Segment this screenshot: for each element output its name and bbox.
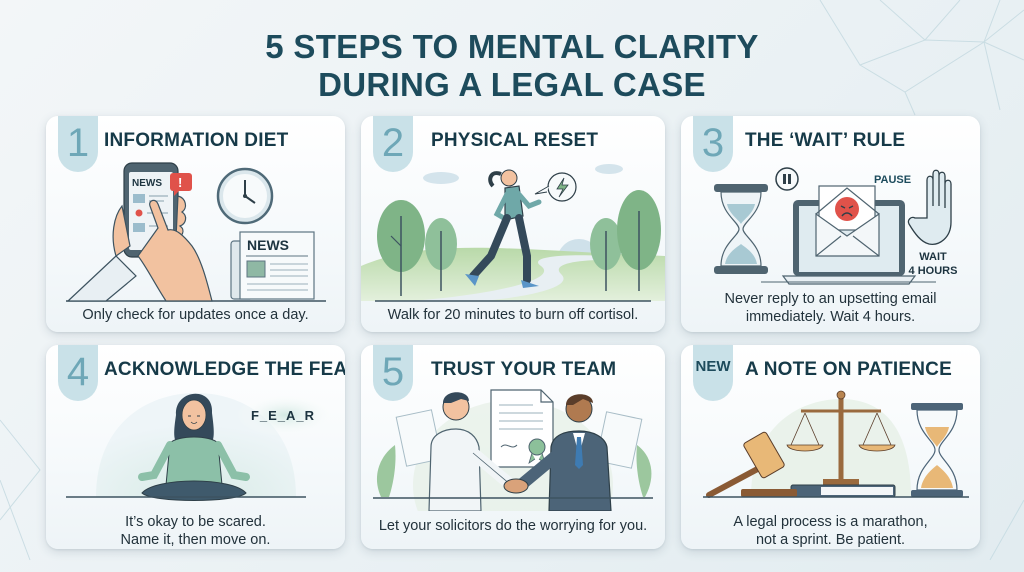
illustration-note-on-patience — [681, 385, 980, 511]
card-description: Only check for updates once a day. — [82, 307, 309, 323]
law-book-icon — [790, 484, 896, 498]
card-information-diet: 1 INFORMATION DIET NEWS ! — [46, 116, 345, 332]
illustration-wait-rule: PAUSE WAIT 4 HOURS — [681, 156, 980, 304]
hourglass-icon — [911, 403, 963, 497]
card-description-line-2: immediately. Wait 4 hours. — [745, 309, 916, 325]
card-description: It’s okay to be scared. Name it, then mo… — [54, 513, 337, 549]
phone-news-label: NEWS — [132, 178, 162, 189]
alert-glyph: ! — [178, 175, 182, 190]
stop-hand-icon — [907, 169, 952, 245]
step-badge: 5 — [373, 345, 413, 401]
illustration-acknowledge-fear: F_E_A_R — [46, 385, 345, 511]
runner-icon — [465, 169, 542, 288]
step-badge: 4 — [58, 345, 98, 401]
card-title: THE ‘WAIT’ RULE — [745, 130, 906, 151]
card-trust-team: 5 TRUST YOUR TEAM — [361, 345, 665, 549]
gavel-icon — [706, 431, 797, 498]
meditating-person-icon — [138, 393, 250, 501]
angry-face-icon — [835, 197, 859, 221]
illustration-physical-reset — [361, 156, 665, 304]
card-title: ACKNOWLEDGE THE FEAR — [104, 359, 345, 380]
card-description: Let your solicitors do the worrying for … — [378, 518, 648, 534]
illustration-information-diet: NEWS ! — [46, 156, 345, 304]
step-badge: 2 — [373, 116, 413, 172]
handshake-icon — [428, 392, 612, 511]
hourglass-icon — [714, 184, 768, 274]
card-description-line-2: Name it, then move on. — [120, 532, 271, 548]
card-description: Walk for 20 minutes to burn off cortisol… — [387, 307, 639, 323]
pause-icon — [775, 167, 799, 191]
illustration-trust-team — [361, 385, 665, 511]
certificate-icon — [490, 389, 554, 468]
pause-label: PAUSE — [874, 174, 911, 186]
new-badge: NEW — [693, 345, 733, 401]
fear-word: F_E_A_R — [251, 408, 315, 423]
card-description-line-1: Never reply to an upsetting email — [724, 291, 937, 307]
laptop-email-icon — [781, 185, 917, 285]
lightning-bolt-icon — [534, 172, 577, 202]
clock-icon — [216, 167, 274, 225]
page-title-line-2: DURING A LEGAL CASE — [318, 66, 706, 103]
tree-icon — [377, 190, 661, 296]
card-title: INFORMATION DIET — [104, 130, 289, 151]
card-description: A legal process is a marathon, not a spr… — [689, 513, 972, 549]
card-note-on-patience: NEW A NOTE ON PATIENCE — [681, 345, 980, 549]
step-badge: 1 — [58, 116, 98, 172]
card-description-line-1: A legal process is a marathon, — [733, 514, 928, 530]
card-physical-reset: 2 PHYSICAL RESET — [361, 116, 665, 332]
newspaper-label: NEWS — [247, 237, 289, 253]
card-description: Never reply to an upsetting email immedi… — [689, 290, 972, 326]
newspaper-icon: NEWS — [230, 231, 315, 300]
card-title: PHYSICAL RESET — [431, 130, 599, 151]
page-title: 5 STEPS TO MENTAL CLARITY DURING A LEGAL… — [0, 28, 1024, 104]
card-description-line-2: not a sprint. Be patient. — [755, 532, 906, 548]
wait-label-line-1: WAIT — [919, 251, 947, 263]
card-title: A NOTE ON PATIENCE — [745, 359, 952, 380]
card-acknowledge-fear: 4 ACKNOWLEDGE THE FEAR F_E_A_R — [46, 345, 345, 549]
card-wait-rule: 3 THE ‘WAIT’ RULE — [681, 116, 980, 332]
wait-label-line-2: 4 HOURS — [909, 265, 958, 277]
card-title: TRUST YOUR TEAM — [431, 359, 617, 380]
card-description-line-1: It’s okay to be scared. — [125, 514, 266, 530]
scales-of-justice-icon — [786, 390, 896, 485]
step-badge: 3 — [693, 116, 733, 172]
page-title-line-1: 5 STEPS TO MENTAL CLARITY — [265, 28, 759, 65]
alert-bubble-icon: ! — [170, 173, 192, 196]
